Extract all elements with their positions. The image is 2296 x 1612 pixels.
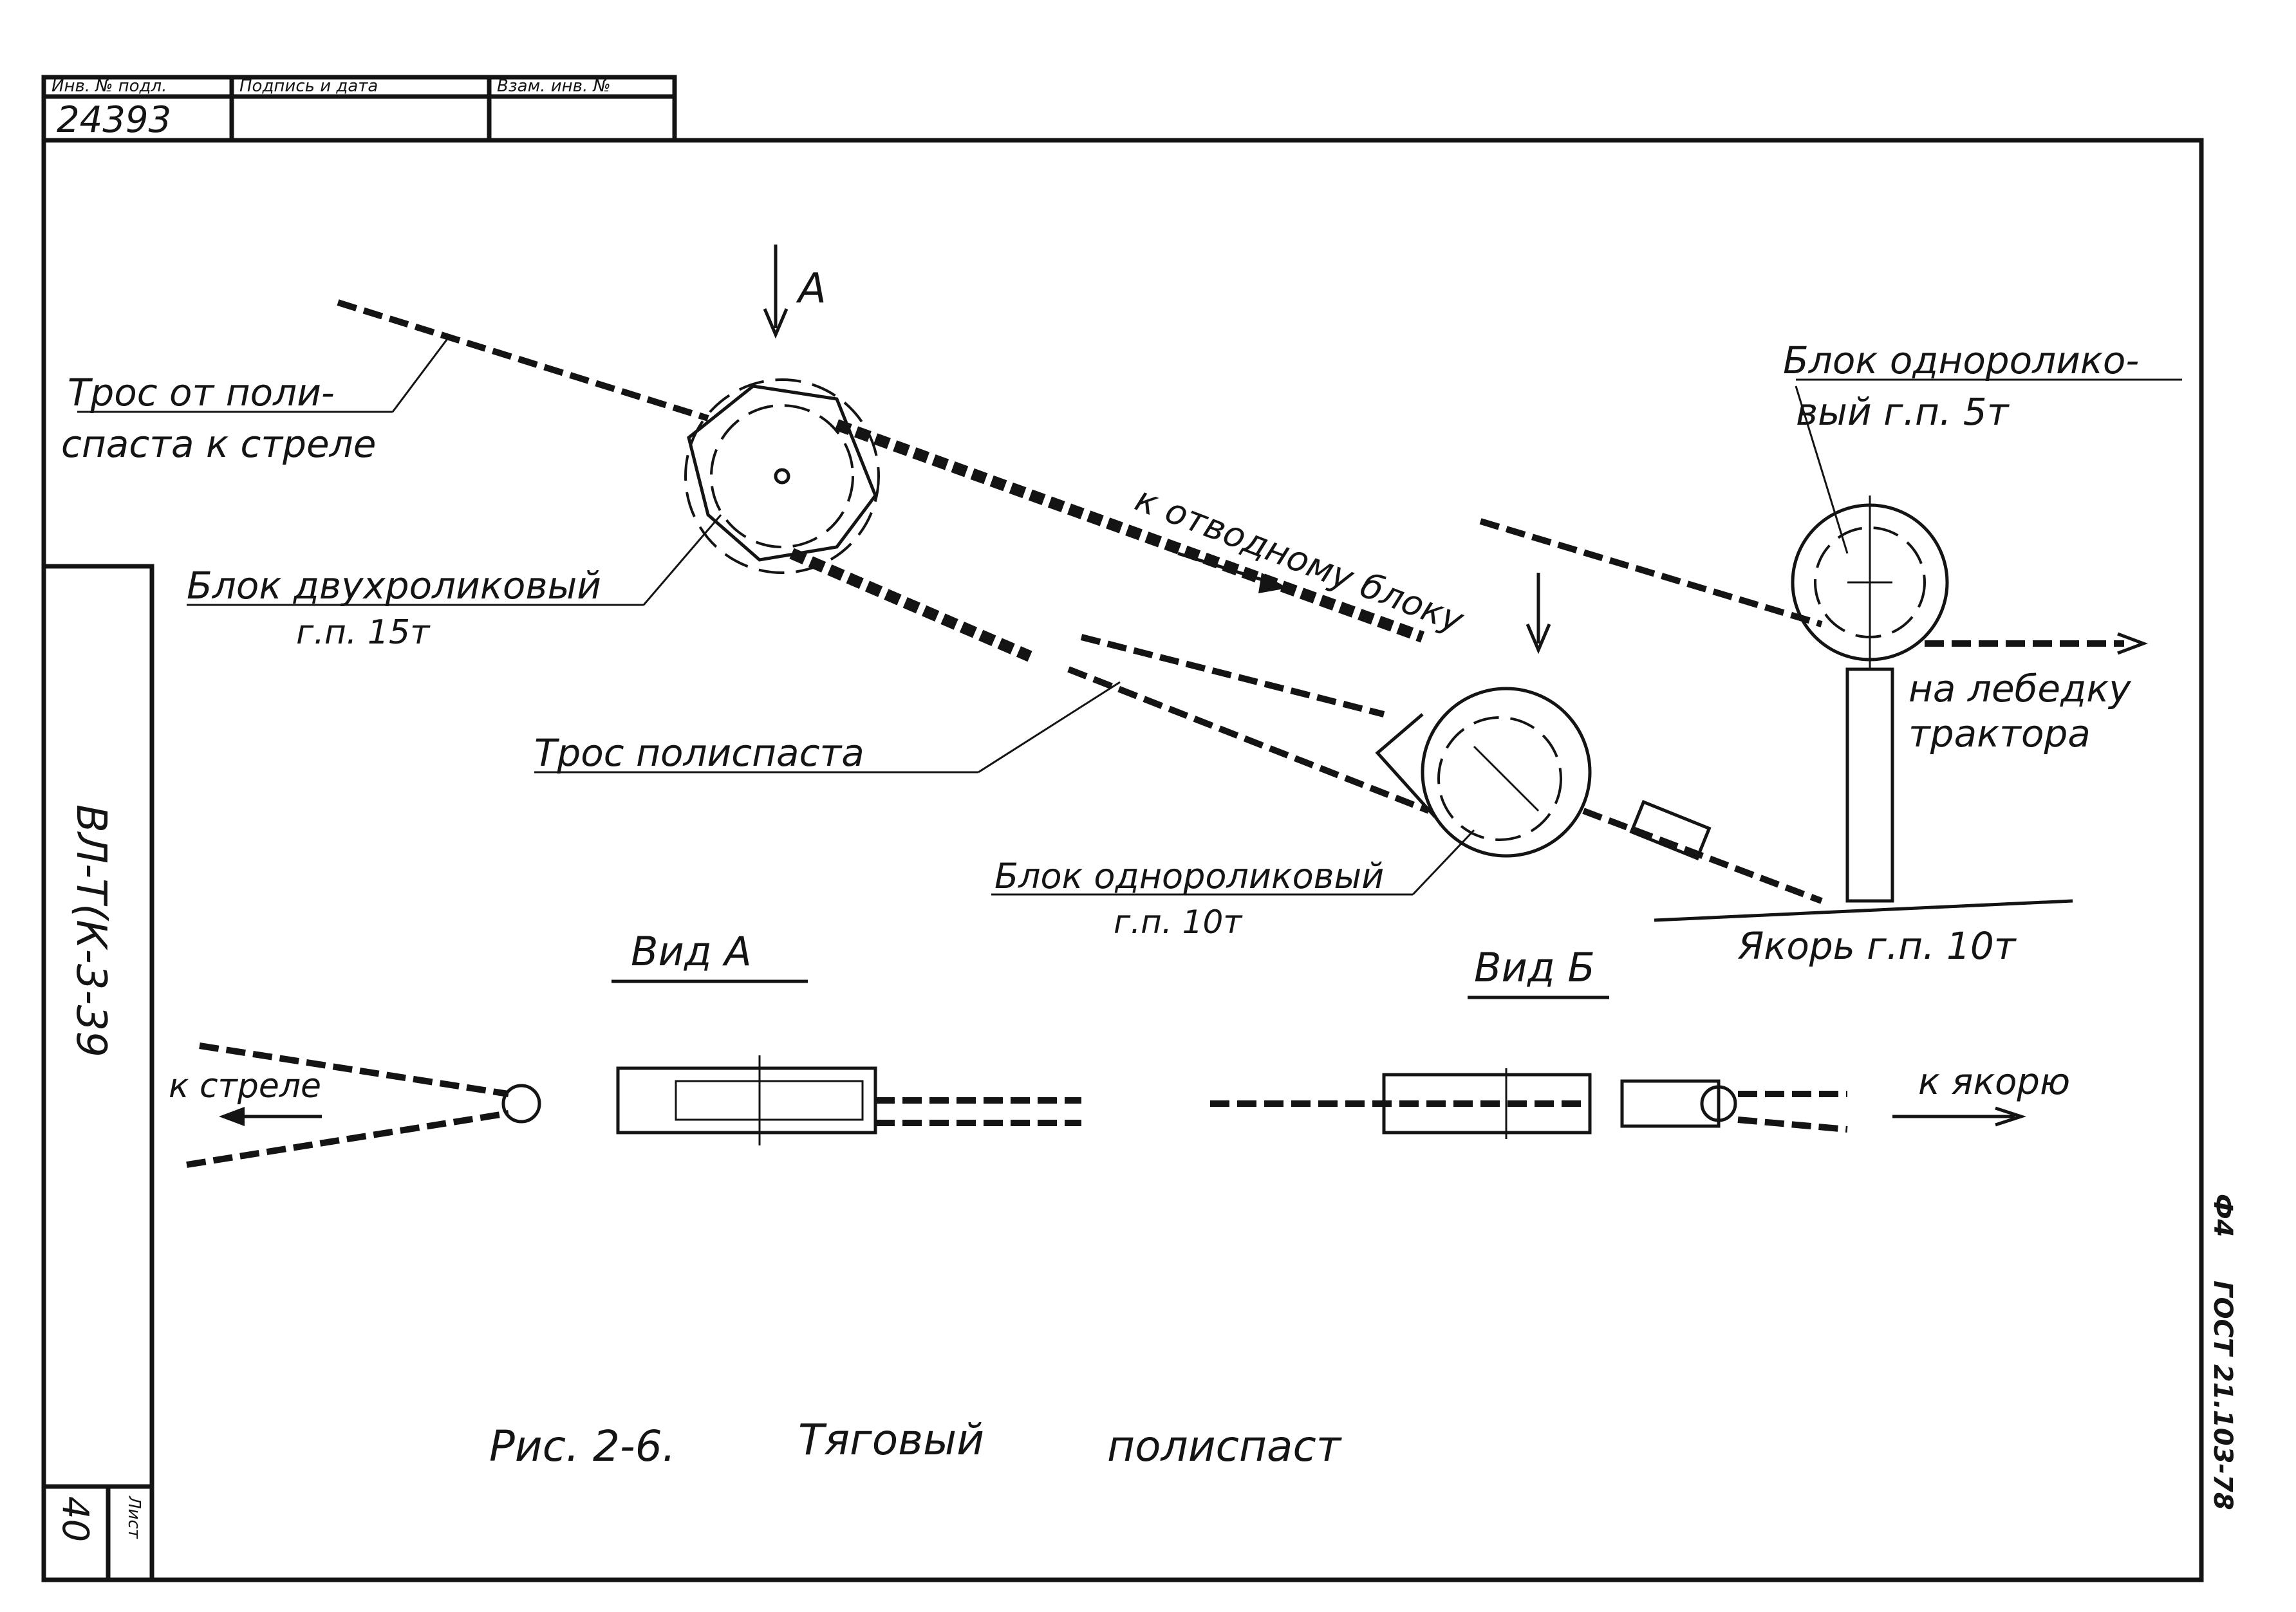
view-a-detail [186,1042,1081,1168]
anchor-post [1845,667,1894,903]
view-a-arrow-icon [763,245,789,339]
view-a-title: Вид А [631,928,752,975]
rope-from-deflector [1479,518,1823,627]
side-title-block: ВЛ-Т(К-3-39 Лист 40 [41,564,154,1582]
to-winch-label-2: трактора [1909,712,2091,755]
format-label: Ф4 [2208,1194,2237,1237]
inventory-stamp: Инв. № подл. Подпись и дата Взам. инв. №… [41,75,677,143]
view-a-marker: А [796,265,826,313]
anchor-label: Якорь г.п. 10т [1737,924,2017,968]
to-boom-label: к стреле [169,1067,321,1106]
single-block-10-label-2: г.п. 10т [1114,903,1243,941]
rope-from-pulley-label-1: Трос от поли- [68,371,335,414]
single-sheave-block-5t [1791,496,1949,669]
standard-label: ГОСТ 21.103-78 [2208,1281,2237,1510]
stamp-col3-label: Взам. инв. № [497,77,611,96]
figure-number: Рис. 2-6. [489,1422,676,1471]
to-boom-arrow-icon [219,1107,322,1126]
pulley-rope-label: Трос полиспаста [534,731,864,775]
rope-from-pulley-label-2: спаста к стреле [61,422,376,466]
sheet-label: Лист [124,1496,144,1539]
inventory-number: 24393 [57,99,171,141]
caption-word-2: полиспаст [1107,1422,1343,1471]
view-b-arrow-icon [1526,573,1551,654]
winch-arrow-icon [2117,632,2149,655]
single-block-5-label-1: Блок одноролико- [1783,338,2139,382]
to-winch-label-1: на лебедку [1909,667,2131,710]
anchor-ground [1654,899,2073,922]
rope-to-boom [337,299,709,422]
pulley-rope-lower-2 [1067,666,1430,814]
sheet-number: 40 [54,1496,96,1542]
double-sheave-block [684,378,880,574]
double-block-label-1: Блок двухроликовый [187,564,601,607]
view-b-detail [1210,1068,1848,1139]
pulley-rope-upper-2 [1080,634,1385,718]
rope-to-anchor [1582,808,1823,904]
to-deflector-label: к отводному блоку [1130,478,1470,641]
shackle-icon [1629,799,1712,861]
to-anchor-arrow-icon [1892,1106,2027,1127]
double-block-label-2: г.п. 15т [296,613,431,652]
single-sheave-block-10t [1375,687,1592,858]
document-code: ВЛ-Т(К-3-39 [67,804,115,1057]
direction-arrow-icon [1177,551,1287,593]
rope-to-deflector [834,419,1425,643]
stamp-col2-label: Подпись и дата [239,77,378,96]
pulley-rope-lower [789,548,1032,662]
to-anchor-label: к якорю [1918,1061,2070,1103]
single-block-10-label-1: Блок однороликовый [994,856,1384,896]
single-block-5-label-2: вый г.п. 5т [1796,390,2010,434]
stamp-col1-label: Инв. № подл. [51,77,167,96]
view-b-title: Вид Б [1474,944,1595,991]
caption-word-1: Тяговый [798,1415,984,1465]
